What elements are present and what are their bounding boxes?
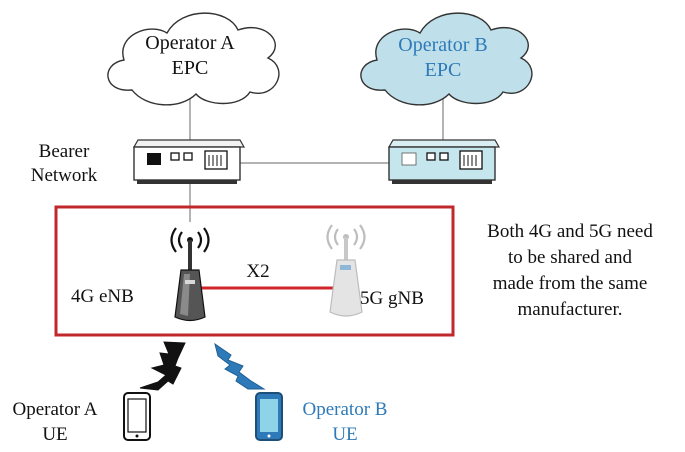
operator-a-switch-icon xyxy=(132,139,246,184)
bearer-network-label-line1: Bearer xyxy=(39,141,90,162)
operator-b-epc-cloud: Operator B EPC xyxy=(360,12,533,106)
operator-a-ue-label-line1: Operator A xyxy=(13,399,98,420)
operator-b-ue-phone-icon xyxy=(255,392,283,441)
operator-b-switch-icon xyxy=(387,139,501,184)
shared-ran-frame xyxy=(54,205,455,337)
lightning-bolt-blue-icon xyxy=(214,342,266,390)
gnb-label: 5G gNB xyxy=(360,288,424,309)
note-line-3: made from the same xyxy=(493,273,648,294)
enb-label: 4G eNB xyxy=(71,286,134,307)
note-line-2: to be shared and xyxy=(508,247,632,268)
x2-label: X2 xyxy=(246,261,269,282)
operator-b-epc-label-line1: Operator B xyxy=(398,34,487,56)
bearer-network-label-line2: Network xyxy=(31,165,98,186)
enb-antenna-icon xyxy=(170,227,210,322)
operator-a-epc-label-line2: EPC xyxy=(172,57,209,79)
operator-a-epc-label-line1: Operator A xyxy=(145,32,235,54)
gnb-antenna-icon xyxy=(326,224,366,317)
lightning-bolt-black-icon xyxy=(139,341,186,391)
operator-b-epc-label-line2: EPC xyxy=(425,59,462,81)
operator-b-ue-label-line1: Operator B xyxy=(303,399,388,420)
operator-a-ue-label-line2: UE xyxy=(42,424,67,445)
note-line-1: Both 4G and 5G need xyxy=(487,221,653,242)
sharing-note: Both 4G and 5G need to be shared and mad… xyxy=(487,221,653,320)
operator-b-ue-label-line2: UE xyxy=(332,424,357,445)
operator-a-ue-phone-icon xyxy=(123,392,151,441)
note-line-4: manufacturer. xyxy=(518,299,623,320)
operator-a-epc-cloud: Operator A EPC xyxy=(107,12,280,106)
